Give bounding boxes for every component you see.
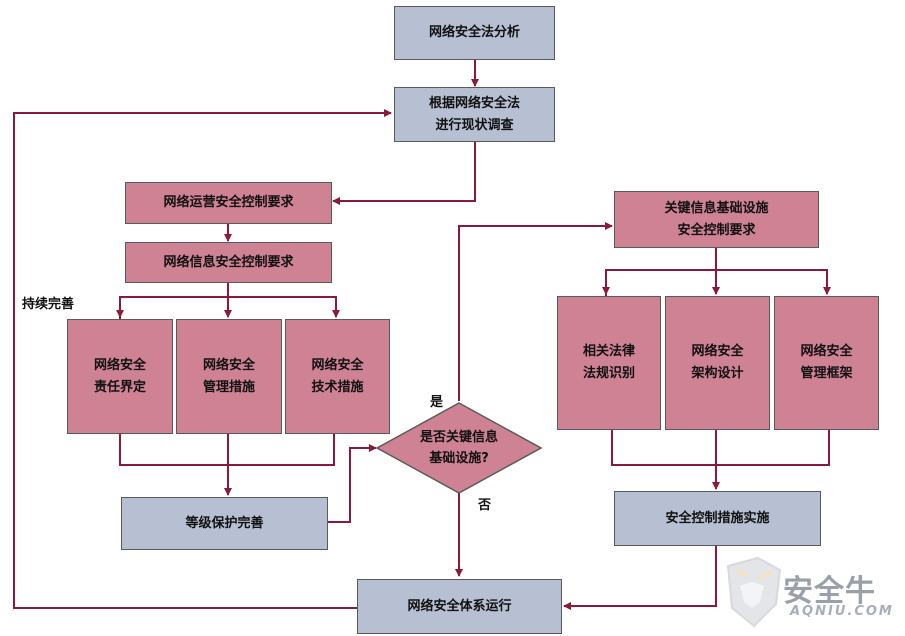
node-control-implementation: 安全控制措施实施	[614, 491, 821, 546]
node-grade-protection-label: 等级保护完善	[185, 515, 264, 531]
node-management-measures-label: 网络安全 管理措施	[202, 357, 255, 395]
node-ops-requirement: 网络运营安全控制要求	[125, 182, 332, 224]
label-continuous-improvement: 持续完善	[22, 297, 75, 312]
node-control-implementation-label: 安全控制措施实施	[665, 510, 770, 526]
node-system-operation-label: 网络安全体系运行	[407, 598, 512, 614]
node-architecture-design: 网络安全 架构设计	[665, 296, 770, 430]
arrow-feedback-loop	[13, 109, 392, 609]
node-responsibility-label: 网络安全 责任界定	[93, 357, 146, 395]
watermark-cn-text: 安全牛	[783, 574, 876, 609]
node-cii-requirement: 关键信息基础设施 安全控制要求	[614, 191, 819, 248]
node-technical-measures: 网络安全 技术措施	[285, 319, 390, 434]
node-grade-protection: 等级保护完善	[121, 497, 328, 550]
node-survey: 根据网络安全法 进行现状调查	[394, 87, 555, 142]
watermark-en-text: AQNIU.COM	[790, 604, 894, 619]
label-yes: 是	[430, 395, 444, 410]
arrow-survey-ops	[332, 142, 476, 205]
node-law-identification-label: 相关法律 法规识别	[582, 344, 635, 381]
node-law-identification: 相关法律 法规识别	[557, 296, 661, 430]
decision-diamond	[375, 402, 543, 494]
aqniu-logo-watermark	[726, 556, 782, 628]
label-no: 否	[478, 498, 492, 513]
node-info-requirement-label: 网络信息安全控制要求	[163, 254, 294, 270]
node-technical-measures-label: 网络安全 技术措施	[311, 357, 364, 395]
node-ops-requirement-label: 网络运营安全控制要求	[163, 195, 294, 210]
node-analysis-label: 网络安全法分析	[428, 25, 520, 40]
node-system-operation: 网络安全体系运行	[357, 579, 562, 634]
node-info-requirement: 网络信息安全控制要求	[125, 242, 332, 283]
node-architecture-design-label: 网络安全 架构设计	[691, 344, 744, 381]
node-management-framework-label: 网络安全 管理框架	[800, 344, 853, 381]
node-survey-label: 根据网络安全法 进行现状调查	[428, 95, 520, 133]
node-responsibility: 网络安全 责任界定	[67, 319, 173, 434]
node-cii-requirement-label: 关键信息基础设施 安全控制要求	[664, 200, 769, 238]
node-management-measures: 网络安全 管理措施	[176, 319, 282, 434]
node-analysis: 网络安全法分析	[394, 6, 555, 60]
node-management-framework: 网络安全 管理框架	[774, 296, 879, 430]
decision-label: 是否关键信息 基础设施?	[419, 430, 498, 466]
